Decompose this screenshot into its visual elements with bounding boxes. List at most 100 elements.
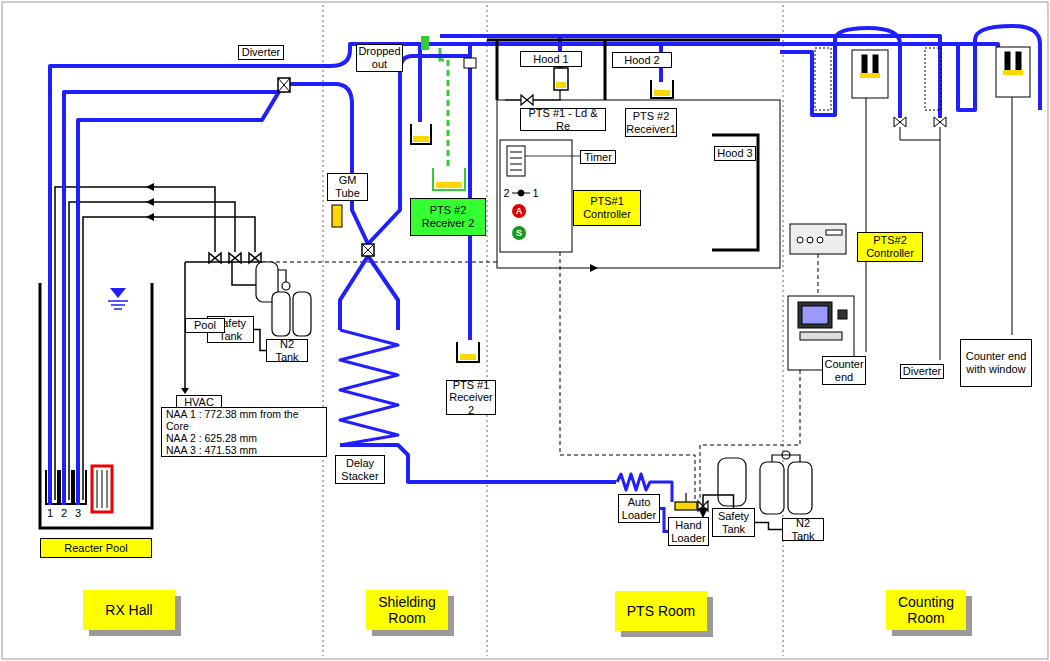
- pts-room-hoods-part: [497, 100, 780, 268]
- gm-tube-part: [332, 205, 342, 227]
- rabbit-tubes-part: [340, 330, 398, 445]
- label-box: Hood 1: [520, 51, 582, 67]
- node-text: PTS #2 Receiver 2: [413, 204, 483, 229]
- pts1-controller-panel-part: [500, 140, 572, 252]
- label-box: Pool: [185, 318, 225, 333]
- node-text: Hood 3: [717, 147, 752, 160]
- pts1-controller-panel-part: [560, 252, 695, 500]
- label-box: PTS #2 Receiver1: [625, 108, 677, 137]
- area-label: Reacter Pool: [40, 538, 152, 558]
- counting-detectors-part: [1016, 52, 1021, 70]
- reactor-pool-part: [108, 301, 128, 309]
- pipe-connector: [254, 330, 266, 351]
- receivers-part: [651, 80, 673, 98]
- rabbit-tubes-part: [468, 44, 472, 340]
- tube-number: 3: [73, 508, 83, 519]
- label-box: N2 Tank: [782, 518, 824, 541]
- air-lines-part: [146, 183, 154, 191]
- air-lines-part: [181, 388, 189, 394]
- pts-room-hoods: [487, 40, 780, 272]
- switch-position: 2: [502, 188, 511, 199]
- node-text: Delay Stacker: [338, 457, 382, 482]
- loader-and-tanks-part: [772, 455, 800, 462]
- pts-room-hoods-part: [497, 40, 605, 100]
- tube-number: 1: [45, 508, 55, 519]
- room-label: RX Hall: [83, 590, 175, 630]
- node-text: RX Hall: [105, 602, 152, 618]
- rabbit-tubes-part: [418, 44, 422, 122]
- counting-detectors-part: [873, 55, 878, 73]
- label-box: Hood 2: [612, 52, 672, 68]
- node-text: PTS Room: [627, 603, 695, 619]
- rx-gas-tanks-part: [293, 292, 311, 336]
- node-text: GM Tube: [330, 174, 365, 199]
- node-text: PTS#1 Controller: [576, 195, 638, 220]
- rabbit-tubes-part: [290, 84, 368, 244]
- diverter-symbol: [278, 78, 374, 256]
- counting-detectors-part: [1003, 70, 1023, 75]
- receivers-part: [654, 90, 670, 96]
- rabbit-tubes: [50, 26, 1040, 505]
- node-text: Diverter: [242, 46, 281, 59]
- node-text: PTS #1 - Ld & Re: [523, 107, 603, 132]
- node-text: Diverter: [903, 365, 942, 378]
- pts-room-hoods-part: [590, 264, 598, 272]
- label-box: Counter end: [822, 356, 866, 385]
- rabbit-tubes-part: [440, 36, 940, 118]
- status-lamp: S: [512, 226, 526, 240]
- counting-detectors-part: [1005, 52, 1010, 70]
- loader-and-tanks: [675, 451, 812, 514]
- receivers-part: [413, 136, 429, 142]
- node-text: A: [516, 206, 523, 216]
- pts1-controller-panel-part: [518, 190, 524, 196]
- label-box: Hand Loader: [668, 517, 709, 546]
- rx-gas-tanks-part: [282, 282, 290, 290]
- rabbit-tubes-part: [50, 44, 998, 505]
- green-path-part: [440, 48, 448, 168]
- diverter-symbol-part: [362, 244, 374, 256]
- node-text: Dropped out: [358, 45, 400, 70]
- pts-room-hoods-part: [556, 82, 566, 88]
- air-lines-part: [232, 262, 256, 285]
- node-text: Timer: [584, 151, 612, 164]
- controller-label: PTS#2 Controller: [857, 232, 923, 262]
- rx-gas-tanks-part: [272, 292, 290, 336]
- loader-and-tanks-part: [685, 493, 686, 502]
- node-text: PTS #2 Receiver1: [626, 110, 676, 135]
- node-text: S: [516, 228, 522, 238]
- pts1-controller-panel-part: [507, 146, 525, 176]
- pts2-controller-device-part: [700, 254, 818, 500]
- label-box: PTS #1 - Ld & Re: [520, 108, 606, 131]
- loader-and-tanks-part: [718, 458, 746, 506]
- node-text: Counter end with window: [963, 350, 1029, 375]
- green-path-part: [421, 36, 429, 50]
- diverter-symbol-part: [362, 244, 374, 256]
- pts-room-hoods-part: [521, 95, 533, 105]
- node-text: NAA 3 : 471.53 mm: [166, 444, 257, 456]
- node-text: Safety Tank: [715, 510, 752, 535]
- node-text: Hand Loader: [671, 519, 706, 544]
- node-text: Reacter Pool: [64, 542, 128, 555]
- counting-detectors-part: [852, 50, 888, 98]
- pts1-controller-panel-part: [525, 156, 580, 157]
- loader-and-tanks-part: [675, 502, 697, 510]
- label-box: Hood 3: [714, 146, 756, 161]
- reactor-pool-part: [92, 466, 112, 512]
- pts2-controller-device-part: [797, 237, 803, 243]
- air-lines-part: [146, 213, 154, 221]
- switch-position: 1: [531, 188, 540, 199]
- green-path: [421, 36, 476, 168]
- frame-part: [487, 5, 488, 656]
- pts-room-hoods-part: [487, 39, 780, 42]
- receivers-part: [433, 168, 465, 190]
- pts2-controller-device-part: [798, 302, 832, 328]
- controller-label: PTS#1 Controller: [573, 190, 641, 226]
- loader-and-tanks-part: [760, 462, 784, 514]
- label-box: Timer: [580, 150, 616, 164]
- pts2-controller-device-part: [817, 237, 823, 243]
- node-text: Pool: [194, 319, 216, 332]
- loader-and-tanks-part: [788, 462, 812, 514]
